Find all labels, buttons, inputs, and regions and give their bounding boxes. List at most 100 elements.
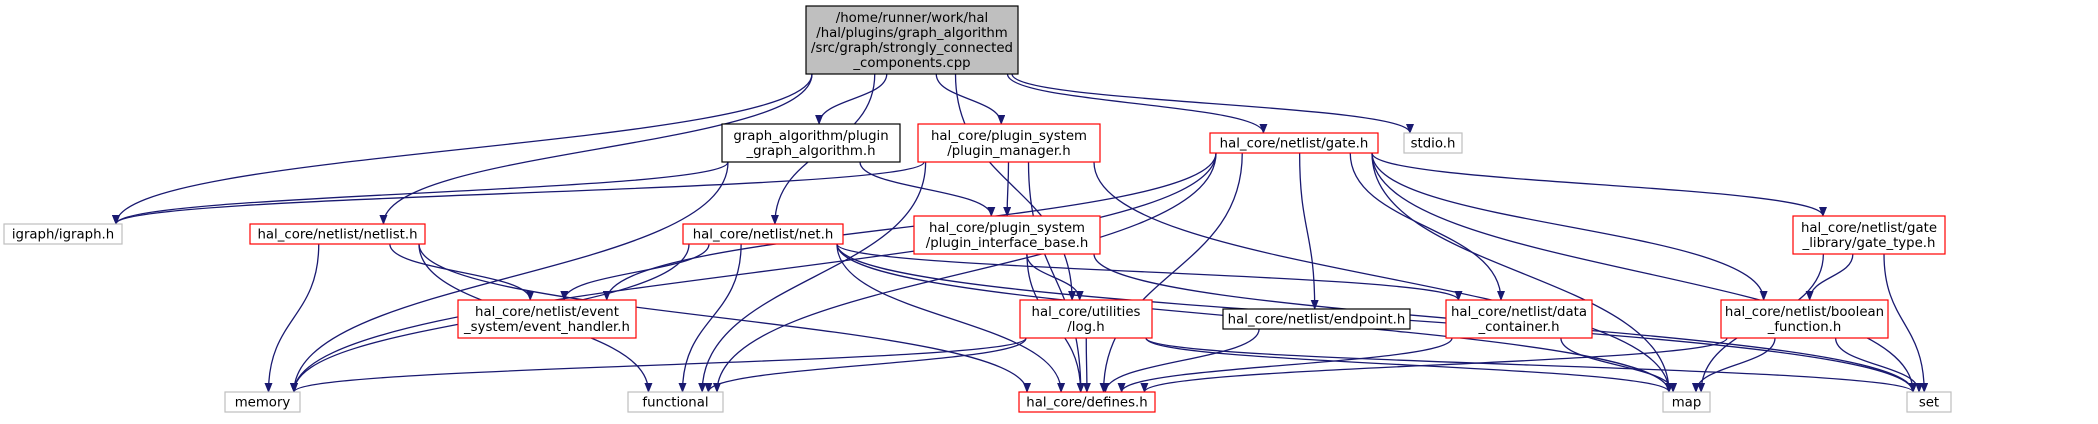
node-label-line: hal_core/netlist/boolean	[1725, 305, 1884, 320]
edge-data-container-to-defines	[1117, 337, 1453, 393]
node-data-container[interactable]: hal_core/netlist/data_container.h	[1445, 299, 1593, 339]
node-box	[1662, 391, 1711, 413]
edge-plugin-interface-base-to-log	[1026, 253, 1084, 301]
node-box	[224, 391, 301, 413]
node-set[interactable]: set	[1906, 391, 1952, 413]
node-label-line: /plugin_manager.h	[947, 144, 1070, 159]
node-box	[1403, 132, 1463, 154]
edge-gate-to-set	[1371, 152, 1917, 393]
node-label-line: igraph/igraph.h	[12, 228, 114, 243]
node-root[interactable]: /home/runner/work/hal/hal/plugins/graph_…	[805, 5, 1019, 75]
node-label-line: hal_core/netlist/endpoint.h	[1228, 313, 1406, 328]
node-boolean-function[interactable]: hal_core/netlist/boolean_function.h	[1720, 299, 1889, 339]
node-box	[913, 215, 1101, 255]
node-label-line: _library/gate_type.h	[1802, 236, 1936, 251]
edge-plugin-graph-algorithm-to-plugin-interface-base	[859, 161, 996, 217]
edge-gate-to-boolean-function	[1371, 152, 1768, 301]
node-map[interactable]: map	[1662, 391, 1711, 413]
node-box	[682, 223, 844, 245]
edge-gate-to-memory	[290, 152, 1217, 393]
edge-gate-type-to-set	[1883, 253, 1929, 393]
edge-gate-to-endpoint	[1298, 152, 1319, 310]
edge-root-to-plugin-graph-algorithm	[815, 73, 888, 125]
node-box	[1792, 215, 1946, 255]
edge-plugin-manager-to-igraph	[112, 161, 925, 225]
edge-root-to-plugin-manager	[935, 73, 1006, 125]
edge-log-to-map	[1145, 337, 1673, 393]
node-label-line: /plugin_interface_base.h	[926, 236, 1089, 251]
node-igraph[interactable]: igraph/igraph.h	[3, 223, 123, 245]
edge-gate-to-map	[1371, 152, 1673, 393]
edge-netlist-to-memory	[264, 243, 320, 393]
node-label-line: _components.cpp	[852, 56, 970, 71]
node-box	[627, 391, 724, 413]
node-label-line: _system/event_handler.h	[463, 320, 630, 335]
node-memory[interactable]: memory	[224, 391, 301, 413]
node-label-line: graph_algorithm/plugin	[733, 129, 888, 144]
edge-gate-to-data-container	[1349, 152, 1505, 301]
edge-boolean-function-to-set	[1834, 337, 1924, 393]
edge-boolean-function-to-map	[1691, 337, 1776, 393]
edge-endpoint-to-defines	[1101, 328, 1260, 393]
node-label-line: /hal/plugins/graph_algorithm	[816, 26, 1008, 41]
node-box	[721, 123, 901, 163]
edge-root-to-log	[954, 73, 1077, 301]
node-netlist[interactable]: hal_core/netlist/netlist.h	[249, 223, 426, 245]
node-gate[interactable]: hal_core/netlist/gate.h	[1209, 132, 1379, 154]
edges-layer	[112, 73, 1929, 393]
node-label-line: hal_core/utilities	[1032, 305, 1141, 320]
node-functional[interactable]: functional	[627, 391, 724, 413]
edge-data-container-to-map	[1560, 337, 1678, 393]
edge-root-to-stdio	[1011, 73, 1414, 134]
edge-log-to-memory	[290, 337, 1027, 393]
node-endpoint[interactable]: hal_core/netlist/endpoint.h	[1222, 308, 1411, 330]
node-label-line: set	[1919, 396, 1939, 411]
edge-gate-to-gate-type	[1371, 152, 1827, 217]
edge-boolean-function-to-defines	[1140, 337, 1728, 393]
edge-root-to-netlist	[379, 73, 813, 225]
node-defines[interactable]: hal_core/defines.h	[1018, 391, 1156, 413]
node-box	[1018, 391, 1156, 413]
node-label-line: stdio.h	[1411, 137, 1456, 152]
edge-gate-to-event-handler	[602, 152, 1217, 301]
node-label-line: _function.h	[1767, 320, 1842, 335]
edge-root-to-gate	[1006, 73, 1268, 134]
edge-log-to-set	[1145, 337, 1917, 393]
node-plugin-graph-algorithm[interactable]: graph_algorithm/plugin_graph_algorithm.h	[721, 123, 901, 163]
edge-log-to-defines	[1082, 337, 1091, 393]
node-label-line: hal_core/plugin_system	[929, 221, 1085, 236]
node-label-line: hal_core/netlist/gate	[1801, 221, 1937, 236]
node-label-line: _container.h	[1477, 320, 1559, 335]
edge-plugin-manager-to-map	[1093, 161, 1673, 393]
node-box	[3, 223, 123, 245]
edge-net-to-defines	[836, 243, 1066, 393]
node-gate-type[interactable]: hal_core/netlist/gate_library/gate_type.…	[1792, 215, 1946, 255]
node-plugin-manager[interactable]: hal_core/plugin_system/plugin_manager.h	[917, 123, 1101, 163]
node-box	[1445, 299, 1593, 339]
node-box	[1209, 132, 1379, 154]
node-log[interactable]: hal_core/utilities/log.h	[1019, 299, 1153, 339]
node-stdio[interactable]: stdio.h	[1403, 132, 1463, 154]
nodes-layer: /home/runner/work/hal/hal/plugins/graph_…	[3, 5, 1952, 413]
node-label-line: /src/graph/strongly_connected	[811, 41, 1013, 56]
edge-net-to-functional	[678, 243, 742, 393]
edge-plugin-manager-to-plugin-interface-base	[1003, 161, 1012, 217]
edge-gate-type-to-boolean-function	[1805, 253, 1854, 301]
node-label-line: functional	[642, 396, 708, 411]
node-net[interactable]: hal_core/netlist/net.h	[682, 223, 844, 245]
node-box	[457, 299, 637, 339]
node-label-line: _graph_algorithm.h	[745, 144, 875, 159]
node-box	[249, 223, 426, 245]
edge-plugin-graph-algorithm-to-memory	[290, 161, 729, 393]
edge-log-to-functional	[704, 337, 1027, 393]
edge-root-to-igraph	[112, 73, 813, 225]
node-box	[1720, 299, 1889, 339]
edge-netlist-to-defines	[418, 243, 1031, 393]
node-label-line: hal_core/plugin_system	[931, 129, 1087, 144]
edge-plugin-manager-to-functional	[698, 161, 927, 393]
node-event-handler[interactable]: hal_core/netlist/event_system/event_hand…	[457, 299, 637, 339]
node-box	[1019, 299, 1153, 339]
node-label-line: /home/runner/work/hal	[836, 11, 988, 26]
node-label-line: /log.h	[1067, 320, 1104, 335]
node-plugin-interface-base[interactable]: hal_core/plugin_system/plugin_interface_…	[913, 215, 1101, 255]
